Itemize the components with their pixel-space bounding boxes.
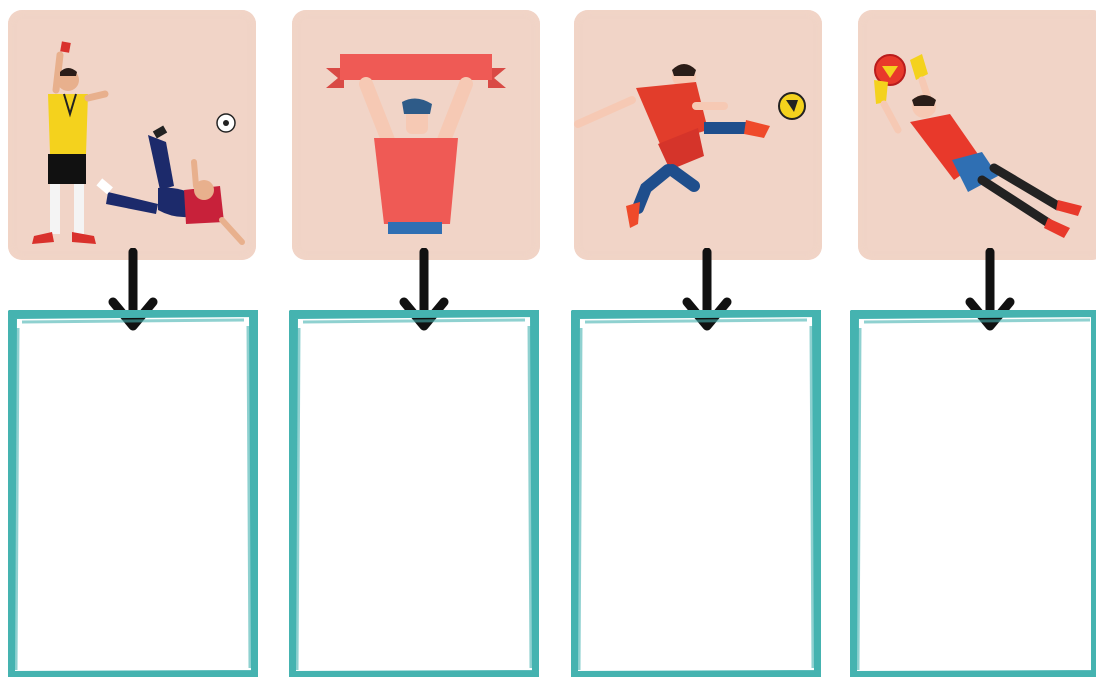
image-card-referee — [8, 10, 256, 260]
image-card-striker — [574, 10, 822, 260]
answer-box-4[interactable] — [850, 310, 1096, 677]
teal-brush-border — [8, 310, 258, 677]
teal-brush-border — [571, 310, 821, 677]
answer-box-3[interactable] — [571, 310, 821, 677]
fan-banner-illustration — [326, 54, 506, 234]
image-card-goalkeeper — [858, 10, 1096, 260]
answer-box-2[interactable] — [289, 310, 539, 677]
goalkeeper-illustration — [874, 54, 1082, 238]
player-volley-illustration — [574, 64, 806, 228]
answer-box-1[interactable] — [8, 310, 258, 677]
image-card-fan — [292, 10, 540, 260]
referee-bicycle-kick-illustration — [32, 41, 245, 245]
teal-brush-border — [289, 310, 539, 677]
teal-brush-border — [850, 310, 1096, 677]
